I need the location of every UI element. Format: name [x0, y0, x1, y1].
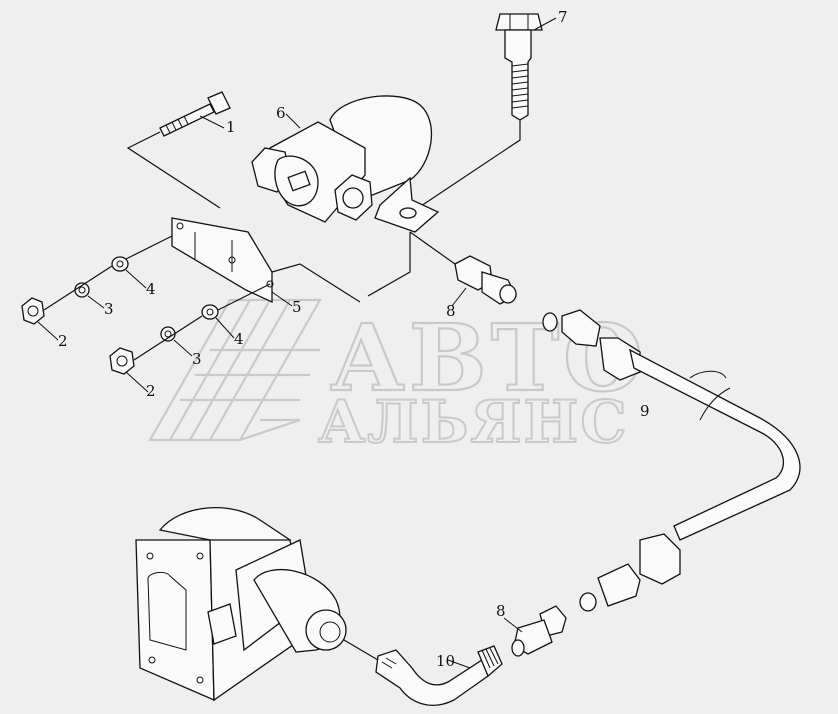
callout-2: 2 [146, 382, 156, 400]
callout-3: 3 [192, 350, 202, 368]
part-10-elbow [343, 639, 503, 706]
callout-3: 3 [104, 300, 114, 318]
part-2-nut-lower [109, 283, 271, 375]
part-9-pipe [542, 309, 801, 612]
pump-housing [135, 507, 347, 702]
part-2-nut-upper [21, 265, 113, 325]
part-8-fitting-upper [409, 231, 517, 305]
callout-9: 9 [640, 402, 650, 420]
part-4-washer-upper [111, 256, 129, 272]
watermark-text-line2: АЛЬЯНС [318, 388, 629, 456]
callout-8: 8 [446, 302, 456, 320]
part-7-bolt [414, 13, 543, 211]
part-1-bolt [126, 91, 231, 209]
callout-8: 8 [496, 602, 506, 620]
part-3-lockwasher-lower [160, 326, 176, 342]
callout-10: 10 [436, 652, 455, 670]
watermark-emblem-icon [148, 298, 322, 442]
callout-5: 5 [292, 298, 302, 316]
callout-4: 4 [146, 280, 156, 298]
part-8-fitting-lower [511, 605, 567, 657]
part-6-solenoid-valve [251, 95, 440, 297]
callout-2: 2 [58, 332, 68, 350]
leader-lines [37, 17, 557, 669]
part-5-bracket [119, 217, 361, 304]
callout-7: 7 [558, 8, 568, 26]
part-4-washer-lower [201, 304, 219, 320]
callout-6: 6 [276, 104, 286, 122]
callout-1: 1 [226, 118, 236, 136]
callout-4: 4 [234, 330, 244, 348]
callout-labels: 1 2 2 3 3 4 4 5 6 7 8 8 9 10 [58, 8, 650, 670]
